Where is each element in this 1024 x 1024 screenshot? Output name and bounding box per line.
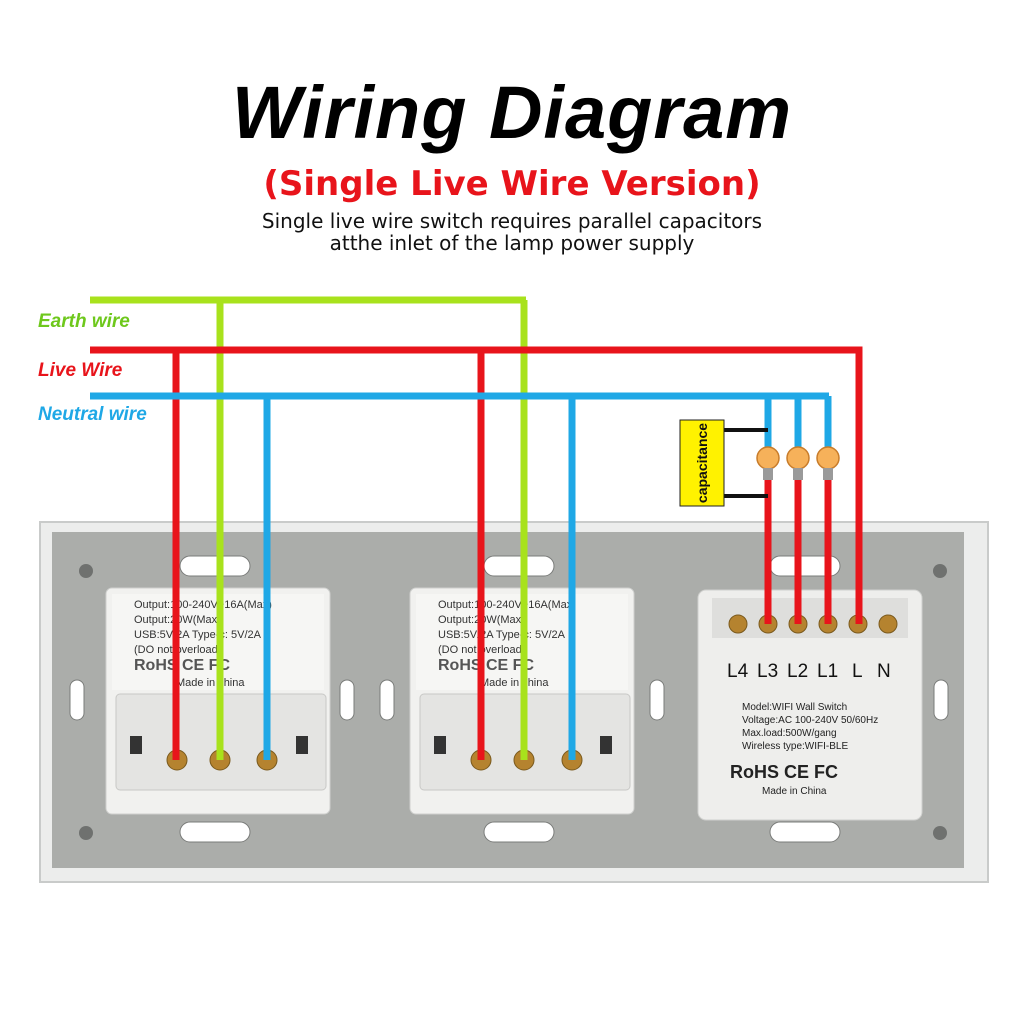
capacitor-body [679, 419, 725, 507]
panel-slot [649, 679, 665, 721]
terminal-label-n: N [877, 661, 891, 682]
earth-wire-label: Earth wire [38, 311, 130, 332]
lamp-bulb-2 [786, 446, 810, 480]
description-line-2: atthe inlet of the lamp power supply [329, 231, 695, 255]
terminal-label-l1: L1 [817, 661, 838, 682]
switch-wireless-text: Wireless type:WIFI-BLE [742, 741, 848, 752]
live-wire-main [90, 346, 863, 624]
capacitor-label: capacitance [694, 423, 710, 503]
capacitor: capacitance [679, 419, 768, 507]
panel-slot [933, 679, 949, 721]
mounting-hole [79, 826, 93, 840]
switch-voltage-text: Voltage:AC 100-240V 50/60Hz [742, 715, 878, 726]
panel-slot [769, 821, 841, 843]
panel-slot [179, 821, 251, 843]
socket-label-line3: USB:5V/2A Type-c: 5V/2A [134, 629, 262, 641]
live-wire-label: Live Wire [38, 360, 123, 381]
lamp-bulb-1 [756, 446, 780, 480]
socket-label-line1: Output:100-240V~16A(Max) [438, 599, 576, 611]
socket-pin-hole [296, 736, 308, 754]
page-description: Single live wire switch requires paralle… [0, 210, 1024, 254]
panel-slot [339, 679, 355, 721]
switch-body [697, 589, 923, 821]
panel-slot [69, 679, 85, 721]
bulb-base [763, 468, 773, 480]
page-subtitle: (Single Live Wire Version) [263, 164, 761, 204]
bulb-icon [816, 446, 840, 470]
socket-cert-marks: RoHS CE FC [438, 657, 534, 674]
socket-label-line1: Output:100-240V~16A(Max) [134, 599, 272, 611]
page-title: Wiring Diagram [231, 71, 793, 154]
lamp-bulb-3 [816, 446, 840, 480]
panel-slot [179, 555, 251, 577]
socket-label-line3: USB:5V/2A Type-c: 5V/2A [438, 629, 566, 641]
description-line-1: Single live wire switch requires paralle… [261, 209, 763, 233]
bulb-base [823, 468, 833, 480]
socket-pin-hole [130, 736, 142, 754]
terminal-label-l: L [852, 661, 863, 682]
switch-made-in: Made in China [762, 786, 827, 797]
terminal-label-l4: L4 [727, 661, 749, 682]
wires [90, 296, 863, 760]
bulb-base [793, 468, 803, 480]
switch-model-text: Model:WIFI Wall Switch [742, 702, 847, 713]
socket-made-in: Made in china [176, 677, 245, 689]
mounting-hole [933, 826, 947, 840]
mounting-hole [79, 564, 93, 578]
terminal-label-l2: L2 [787, 661, 808, 682]
socket-made-in: Made in china [480, 677, 549, 689]
switch-cert-marks: RoHS CE FC [730, 762, 838, 782]
socket-pin-hole [600, 736, 612, 754]
bulb-icon [786, 446, 810, 470]
socket-cert-marks: RoHS CE FC [134, 657, 230, 674]
bulb-icon [756, 446, 780, 470]
panel-slot [483, 821, 555, 843]
socket-pin-hole [434, 736, 446, 754]
panel-slot [483, 555, 555, 577]
wifi-switch-module: L4 L3 L2 L1 L N Model:WIFI Wall Switch V… [697, 589, 923, 821]
terminal-label-l3: L3 [757, 661, 778, 682]
neutral-wire-label: Neutral wire [38, 404, 147, 425]
panel-slot [379, 679, 395, 721]
lamps [756, 446, 840, 480]
terminal-screw [728, 614, 748, 634]
mounting-hole [933, 564, 947, 578]
terminal-screw [878, 614, 898, 634]
switch-max-load-text: Max.load:500W/gang [742, 728, 837, 739]
